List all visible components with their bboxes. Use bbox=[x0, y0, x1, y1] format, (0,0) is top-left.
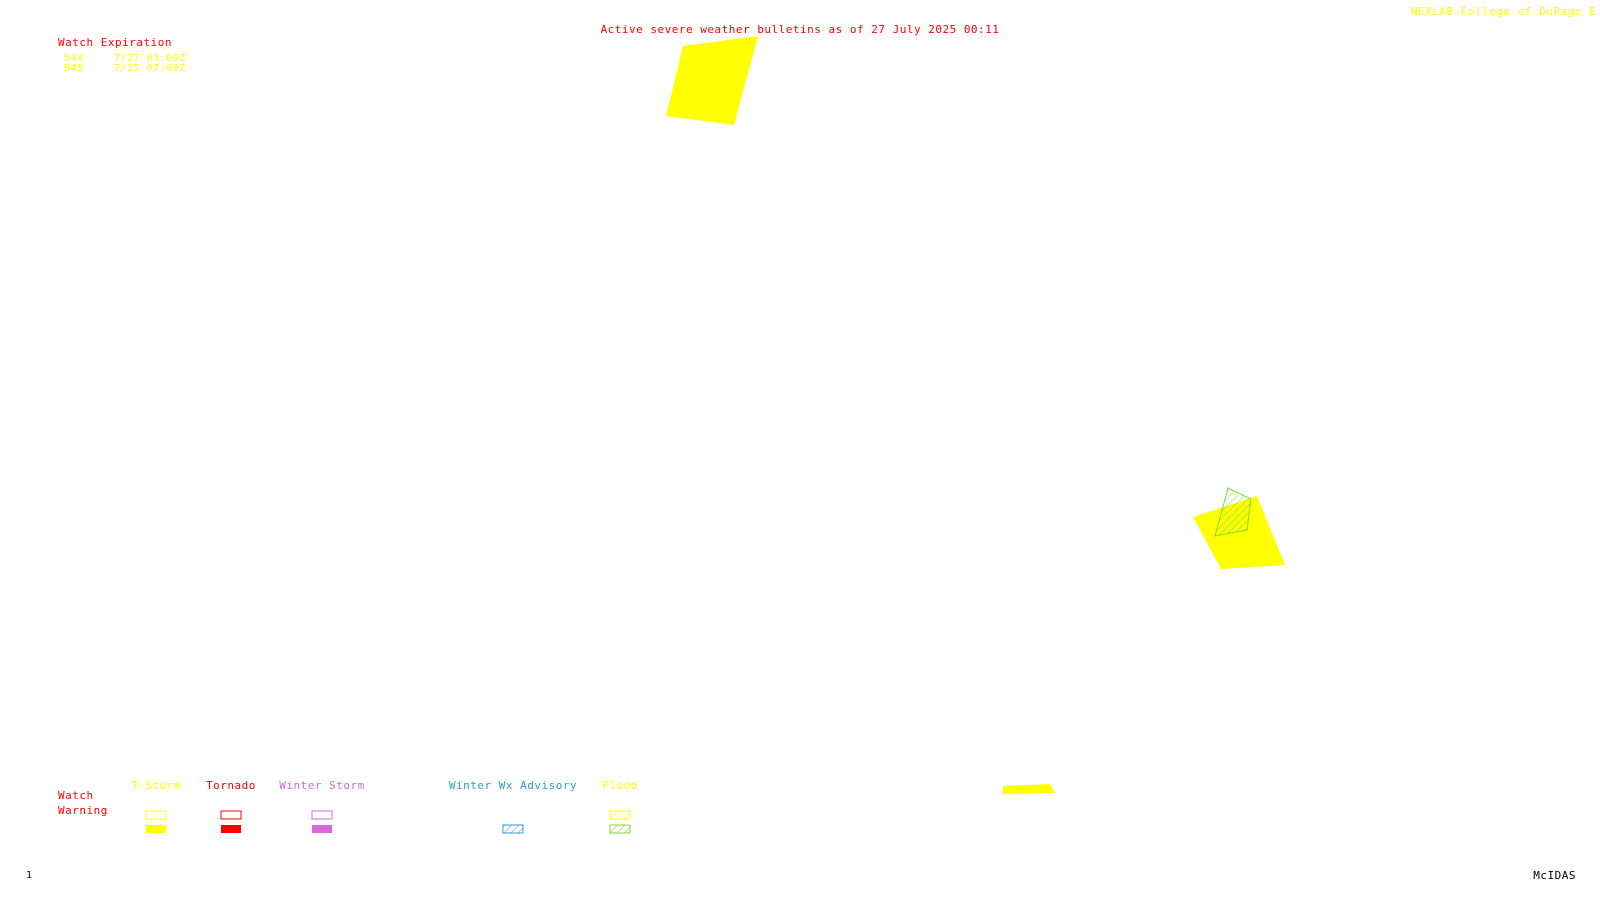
legend-flood-watch-swatch bbox=[609, 810, 631, 820]
watch-number: 544 bbox=[64, 53, 84, 64]
watch-expiry-time: 7/27 03:00Z bbox=[114, 53, 186, 64]
legend-warning-row-label: Warning bbox=[58, 804, 108, 817]
legend-winter-storm-label: Winter Storm bbox=[279, 779, 365, 792]
legend-winter-storm-warning-swatch bbox=[312, 825, 332, 833]
legend-winter-wx-advisory-swatch bbox=[502, 824, 524, 834]
bulletin-title: Active severe weather bulletins as of 27… bbox=[600, 23, 1000, 36]
legend-tornado-watch-swatch bbox=[220, 810, 242, 820]
legend-winter-storm-watch-swatch bbox=[311, 810, 333, 820]
legend-swatches bbox=[145, 810, 631, 834]
legend-tstorm-warning-swatch bbox=[146, 825, 166, 833]
legend-tornado-warning-swatch bbox=[221, 825, 241, 833]
software-label: McIDAS bbox=[1533, 869, 1576, 882]
legend-winter-wx-advisory-label: Winter Wx Advisory bbox=[448, 779, 578, 792]
watch-expiration-title: Watch Expiration bbox=[58, 36, 172, 49]
watch-expiration-row: 545 7/27 07:00Z bbox=[64, 64, 186, 74]
legend-tstorm-watch-swatch bbox=[145, 810, 167, 820]
frame-number: 1 bbox=[26, 870, 33, 881]
tstorm-watch-polygon-south bbox=[1003, 784, 1055, 794]
legend-flood-label: Flood bbox=[602, 779, 638, 792]
watch-number: 545 bbox=[64, 63, 84, 74]
legend-flood-warning-swatch bbox=[609, 824, 631, 834]
legend-watch-row-label: Watch bbox=[58, 789, 94, 802]
watch-expiration-row: 544 7/27 03:00Z bbox=[64, 54, 186, 64]
credit-label: NEXLAB-College of DuPage E bbox=[1410, 5, 1596, 18]
flood-warning-polygon-east bbox=[1214, 487, 1252, 537]
tstorm-watch-polygon-north bbox=[666, 36, 758, 125]
watch-expiry-time: 7/27 07:00Z bbox=[114, 63, 186, 74]
legend-tstorm-label: T-Storm bbox=[131, 779, 181, 792]
legend-tornado-label: Tornado bbox=[206, 779, 256, 792]
tstorm-watch-polygon-east bbox=[1193, 496, 1285, 569]
